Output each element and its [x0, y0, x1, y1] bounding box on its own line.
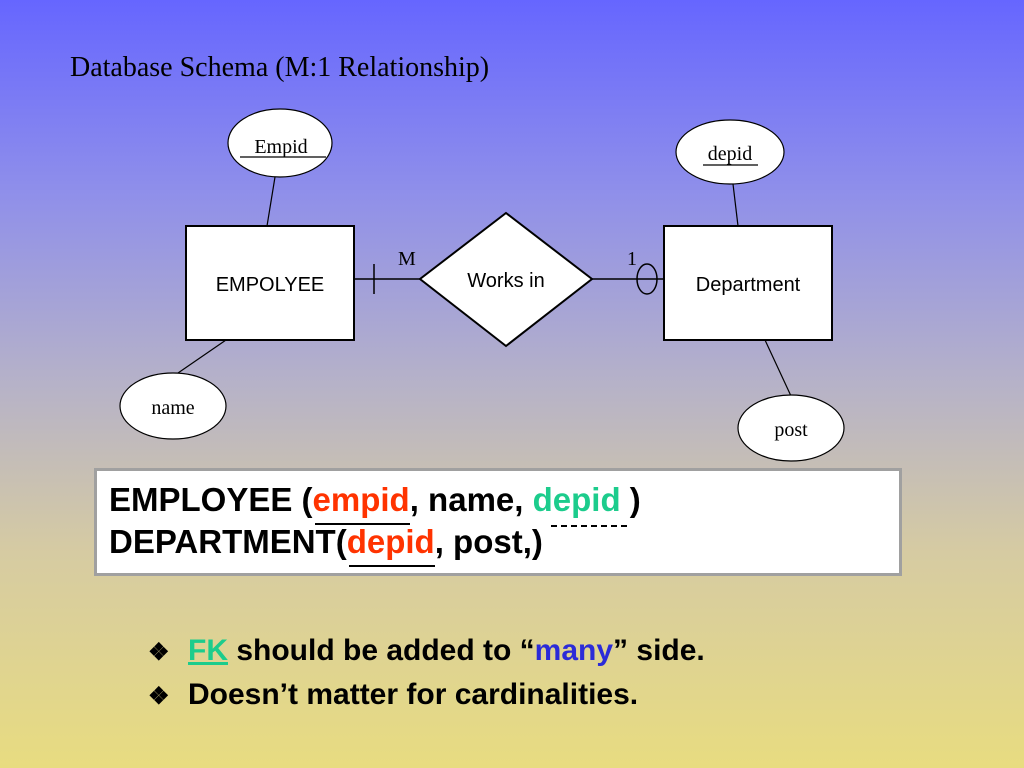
diamond-bullet-icon: ❖	[148, 683, 170, 710]
works-in-relationship-diamond	[418, 211, 594, 348]
relational-schema-box: EMPLOYEE (empid, name, depid ) DEPARTMEN…	[94, 468, 902, 576]
notes-list: ❖ FK should be added to “many” side. ❖ Doe…	[148, 630, 705, 718]
cardinality-1-label: 1	[627, 248, 637, 270]
note-cardinalities-text: Doesn’t matter for cardinalities.	[188, 678, 639, 711]
employee-schema-line: EMPLOYEE (empid, name, depid )	[109, 479, 899, 527]
name-attribute-ellipse	[119, 372, 227, 440]
empid-attribute-ellipse	[227, 108, 333, 178]
employee-schema-mid: , name,	[409, 481, 533, 518]
depid-attribute-label: depid	[708, 143, 752, 165]
employee-entity-label: EMPOLYEE	[216, 274, 325, 296]
note-text-part-a: should be added to “	[228, 634, 535, 667]
department-schema-suffix: , post,)	[434, 523, 543, 560]
post-connector	[764, 339, 792, 397]
empid-connector	[266, 176, 276, 227]
name-connector	[177, 339, 227, 374]
note-cardinalities: ❖ Doesn’t matter for cardinalities.	[148, 674, 705, 718]
post-attribute-ellipse	[737, 394, 845, 462]
employee-schema-suffix: )	[620, 481, 641, 518]
many-keyword: many	[534, 634, 614, 667]
name-attribute-label: name	[151, 397, 194, 419]
employee-foreign-key: depid	[533, 479, 627, 527]
relationship-label: Works in	[467, 270, 544, 292]
note-text-part-b: ” side.	[613, 634, 705, 667]
post-attribute-label: post	[774, 419, 808, 441]
employee-entity-box	[185, 225, 355, 341]
empid-attribute-label: Empid	[254, 136, 307, 158]
slide-title: Database Schema (M:1 Relationship)	[70, 52, 490, 83]
optional-circle-marker	[636, 263, 658, 295]
depid-connector	[732, 183, 739, 227]
depid-attribute-ellipse	[675, 119, 785, 185]
diamond-bullet-icon: ❖	[148, 639, 170, 666]
department-primary-key: depid	[347, 521, 435, 567]
employee-schema-prefix: EMPLOYEE (	[109, 481, 313, 518]
department-schema-line: DEPARTMENT(depid, post,)	[109, 521, 899, 567]
department-entity-box	[663, 225, 833, 341]
note-fk-many-side: ❖ FK should be added to “many” side.	[148, 630, 705, 674]
department-schema-prefix: DEPARTMENT(	[109, 523, 347, 560]
employee-primary-key: empid	[313, 479, 410, 525]
fk-keyword: FK	[188, 634, 228, 667]
cardinality-m-label: M	[398, 248, 416, 270]
department-entity-label: Department	[696, 274, 801, 296]
